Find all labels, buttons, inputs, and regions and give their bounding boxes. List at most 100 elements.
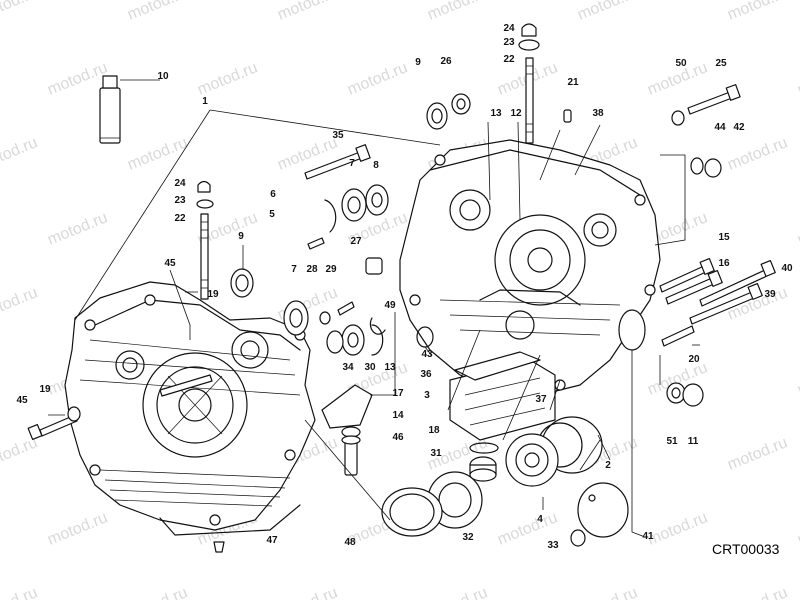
ring-26 [451, 93, 471, 115]
callout-29: 29 [325, 264, 337, 275]
callout-48: 48 [344, 537, 356, 548]
valve-46 [341, 435, 361, 476]
callout-1: 1 [202, 96, 208, 107]
oring-44 [690, 157, 704, 175]
callout-11: 11 [688, 436, 699, 447]
bolt-16 [665, 269, 723, 305]
seal-34 [326, 330, 344, 354]
watermark-text: motod.ru [795, 359, 800, 398]
watermark-text: motod.ru [0, 434, 40, 473]
callout-22: 22 [503, 54, 515, 65]
callout-21: 21 [567, 77, 579, 88]
callout-38: 38 [592, 108, 604, 119]
callout-35: 35 [332, 130, 344, 141]
callout-19: 19 [207, 289, 219, 300]
circlip-49 [369, 317, 386, 335]
sleeve-38 [618, 309, 646, 351]
half-ring-6 [324, 199, 337, 233]
washer-51 [666, 382, 686, 404]
bolt-39 [689, 282, 763, 325]
bolt-15 [659, 257, 715, 293]
callout-51: 51 [666, 436, 678, 447]
callout-27: 27 [350, 236, 362, 247]
left-crankcase-half [64, 281, 316, 536]
watermark-text: motod.ru [0, 584, 40, 600]
watermark-text: motod.ru [725, 134, 790, 173]
callout-49: 49 [384, 300, 396, 311]
watermark-text: motod.ru [125, 584, 190, 600]
callout-43: 43 [421, 349, 433, 360]
sleeve-27 [365, 257, 383, 275]
watermark-text: motod.ru [725, 0, 790, 24]
sealant-tube-part [99, 75, 121, 144]
bearing-30 [341, 324, 365, 356]
watermark-text: motod.ru [725, 584, 790, 600]
callout-17: 17 [392, 388, 404, 399]
callout-34: 34 [342, 362, 354, 373]
callout-24: 24 [174, 178, 186, 189]
washer-50 [671, 110, 685, 126]
filter-31 [469, 456, 497, 482]
boot-17 [321, 384, 373, 429]
callout-41: 41 [642, 531, 654, 542]
callout-47: 47 [266, 535, 278, 546]
watermark-text: motod.ru [0, 134, 40, 173]
callout-45: 45 [16, 395, 28, 406]
callout-6: 6 [270, 189, 276, 200]
callout-39: 39 [764, 289, 776, 300]
screw-29 [337, 301, 355, 316]
plug-11 [682, 383, 704, 407]
callout-4: 4 [537, 514, 543, 525]
bolt-25 [687, 84, 741, 115]
watermark-text: motod.ru [0, 0, 40, 24]
bearing-9-left [230, 268, 254, 298]
cover-41 [577, 482, 629, 538]
watermark-text: motod.ru [575, 0, 640, 24]
bolt-35 [304, 144, 371, 180]
watermark-text: motod.ru [725, 434, 790, 473]
bearing-7-upper [341, 188, 367, 222]
callout-30: 30 [364, 362, 376, 373]
reference-code: CRT00033 [712, 541, 780, 557]
callout-32: 32 [462, 532, 474, 543]
watermark-text: motod.ru [795, 209, 800, 248]
callout-16: 16 [718, 258, 730, 269]
callout-42: 42 [733, 122, 745, 133]
watermark-text: motod.ru [425, 584, 490, 600]
washer-19 [67, 406, 81, 422]
callout-28: 28 [306, 264, 318, 275]
bolt-20 [661, 325, 695, 347]
stud-assembly-right [518, 23, 540, 144]
bolt-19-left [27, 414, 78, 441]
watermark-text: motod.ru [125, 0, 190, 24]
callout-14: 14 [392, 410, 404, 421]
callout-23: 23 [174, 195, 186, 206]
circlip-13 [371, 324, 384, 356]
watermark-text: motod.ru [795, 59, 800, 98]
callout-40: 40 [781, 263, 793, 274]
bearing-8 [365, 184, 389, 216]
bearing-9-right [426, 102, 448, 130]
dowel-21 [563, 109, 572, 123]
watermark-text: motod.ru [195, 59, 260, 98]
callout-31: 31 [430, 448, 442, 459]
callout-3: 3 [424, 390, 430, 401]
bolt-45 [159, 374, 213, 397]
leader-lines [48, 79, 700, 538]
callout-10: 10 [157, 71, 169, 82]
callout-50: 50 [675, 58, 687, 69]
callout-8: 8 [373, 160, 379, 171]
callout-2: 2 [605, 460, 611, 471]
callout-36: 36 [420, 369, 432, 380]
callout-9: 9 [415, 57, 421, 68]
callout-5: 5 [269, 209, 275, 220]
watermark-text: motod.ru [0, 284, 40, 323]
callout-22: 22 [174, 213, 186, 224]
callout-33: 33 [547, 540, 559, 551]
watermark-text: motod.ru [275, 584, 340, 600]
callout-13: 13 [384, 362, 396, 373]
callout-26: 26 [440, 56, 452, 67]
